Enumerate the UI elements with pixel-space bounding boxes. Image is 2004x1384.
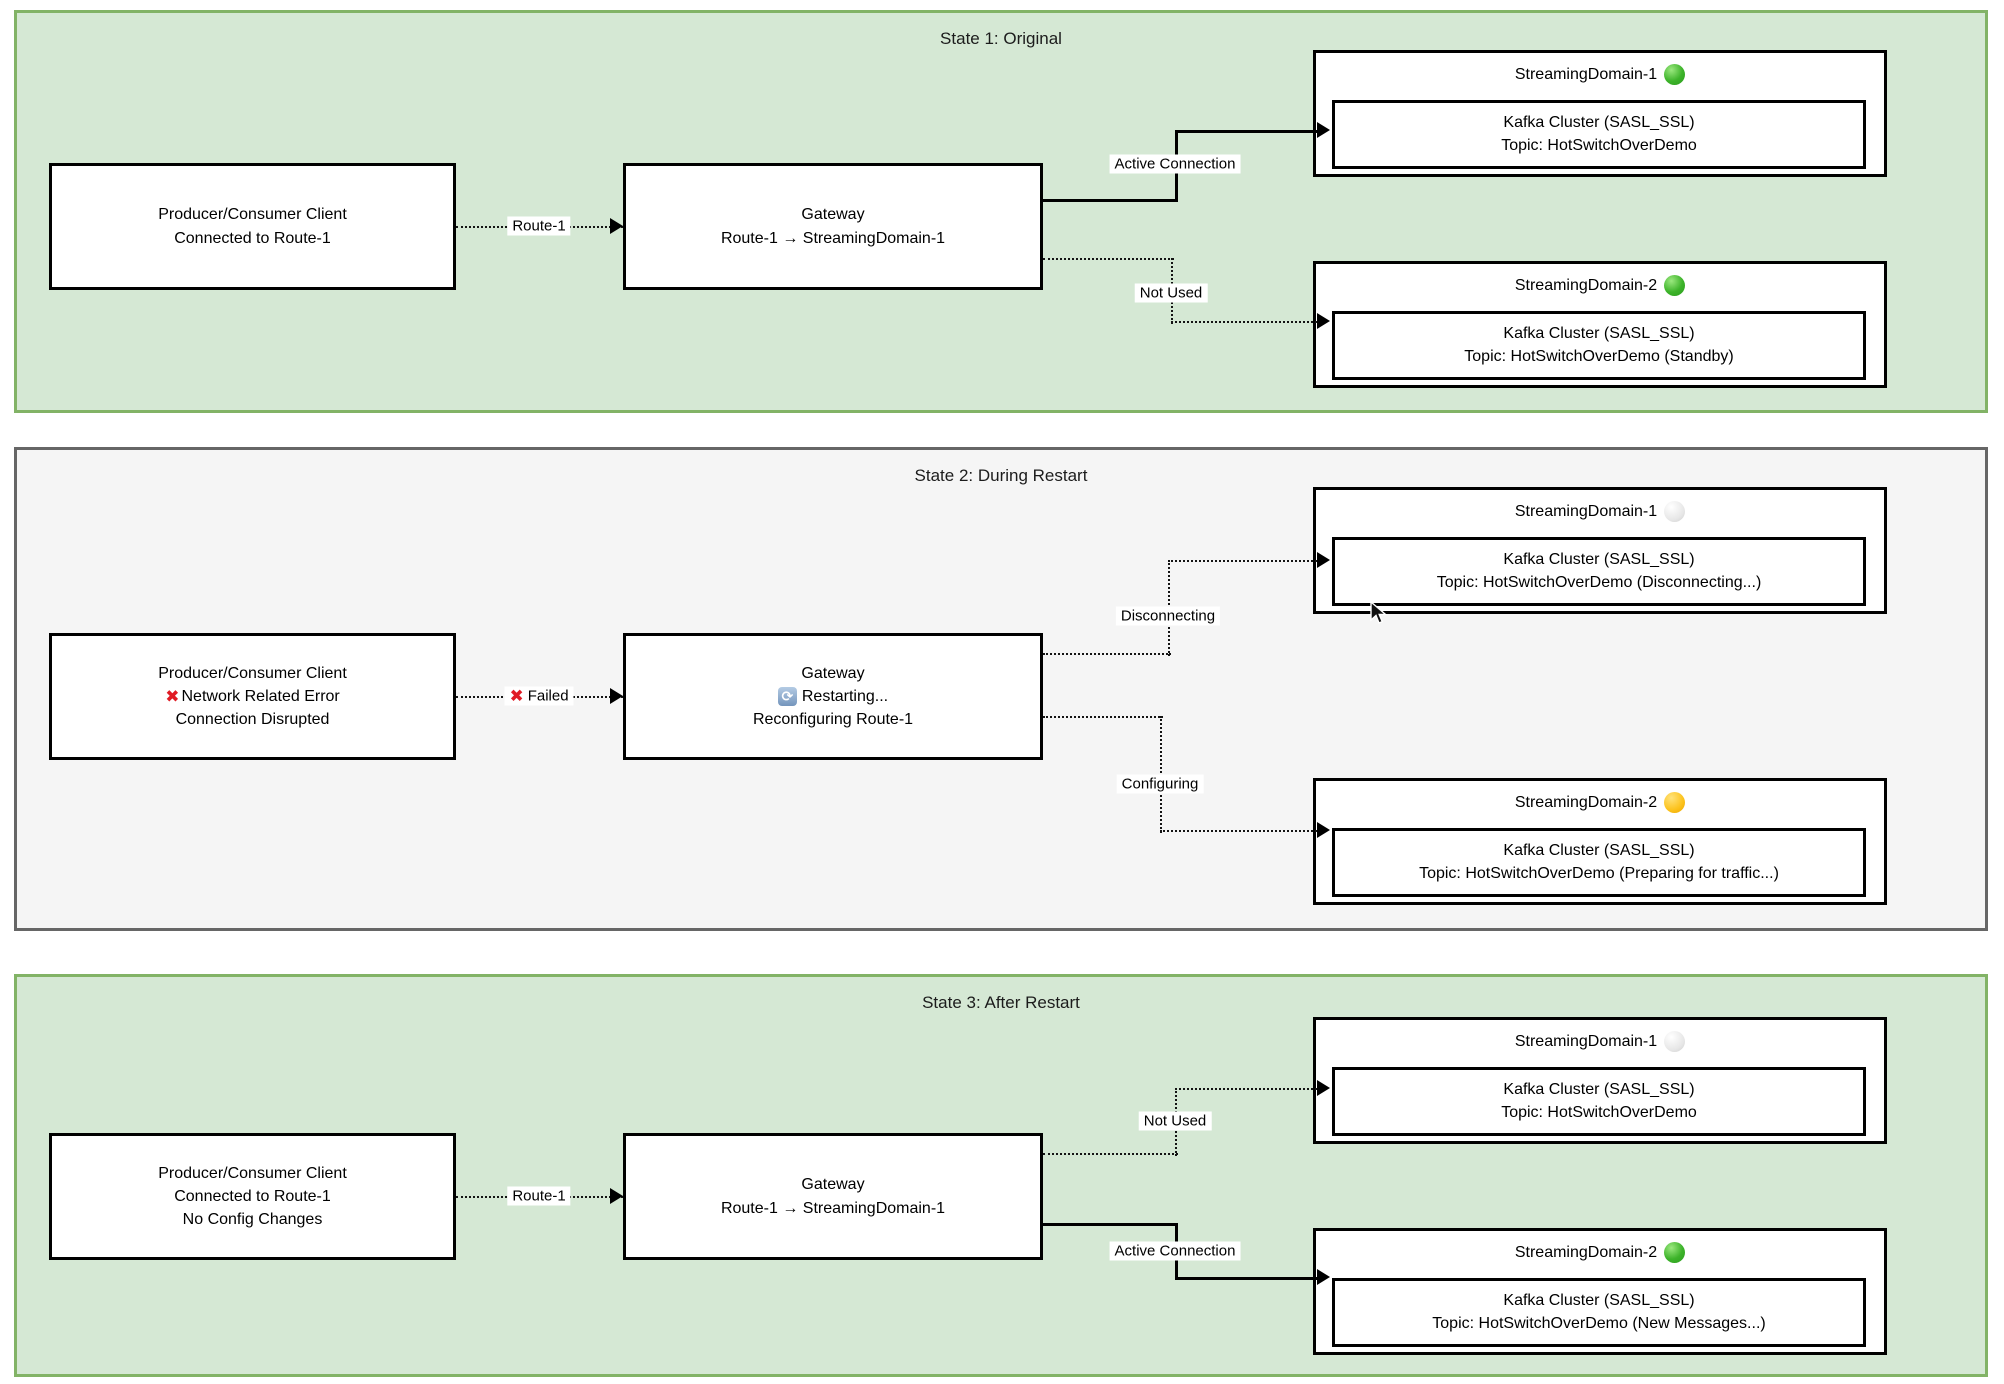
gateway-line: Reconfiguring Route-1 <box>752 711 914 729</box>
gateway-line: Gateway <box>801 664 865 682</box>
domain-name: StreamingDomain-1 <box>1514 65 1658 83</box>
arrowhead-icon <box>1317 822 1330 838</box>
client-line: ✖ Network Related Error <box>165 687 340 706</box>
client-node[interactable]: Producer/Consumer Client Connected to Ro… <box>49 1133 456 1260</box>
gateway-line: Route-1 → StreamingDomain-1 <box>720 229 946 247</box>
client-line: Producer/Consumer Client <box>158 1164 347 1182</box>
error-x-icon: ✖ <box>509 686 524 706</box>
arrowhead-icon <box>1317 1080 1330 1096</box>
connection-edge-bottom <box>1171 321 1317 323</box>
client-node[interactable]: Producer/Consumer Client ✖ Network Relat… <box>49 633 456 760</box>
client-line: Connected to Route-1 <box>174 1187 331 1205</box>
arrowhead-icon <box>1317 122 1330 138</box>
arrowhead-icon <box>610 218 623 234</box>
streaming-domain-1-node[interactable]: StreamingDomain-1 Kafka Cluster (SASL_SS… <box>1313 50 1887 177</box>
edge-label: Active Connection <box>1109 154 1241 174</box>
arrowhead-icon <box>1317 313 1330 329</box>
edge-label: Not Used <box>1134 283 1208 303</box>
edge-label: Disconnecting <box>1115 606 1221 626</box>
kafka-cluster-node[interactable]: Kafka Cluster (SASL_SSL) Topic: HotSwitc… <box>1332 311 1866 380</box>
gateway-line: Route-1 → StreamingDomain-1 <box>720 1199 946 1217</box>
domain-name: StreamingDomain-2 <box>1514 1243 1658 1261</box>
kafka-cluster-node[interactable]: Kafka Cluster (SASL_SSL) Topic: HotSwitc… <box>1332 828 1866 897</box>
status-icon <box>1664 501 1686 522</box>
panel-title: State 1: Original <box>940 29 1062 48</box>
client-line: Producer/Consumer Client <box>158 206 347 224</box>
edge-label: ✖ Failed <box>504 686 574 706</box>
panel-title: State 2: During Restart <box>914 466 1088 485</box>
gateway-line: Gateway <box>801 206 865 224</box>
connection-edge-top <box>1043 653 1171 655</box>
streaming-domain-2-node[interactable]: StreamingDomain-2 Kafka Cluster (SASL_SS… <box>1313 778 1887 905</box>
connection-edge-bottom <box>1043 716 1163 718</box>
kafka-cluster-node[interactable]: Kafka Cluster (SASL_SSL) Topic: HotSwitc… <box>1332 100 1866 169</box>
client-line: No Config Changes <box>182 1211 323 1229</box>
domain-name: StreamingDomain-2 <box>1514 793 1658 811</box>
status-icon <box>1664 1031 1686 1052</box>
gateway-line: ⟳ Restarting... <box>777 685 888 708</box>
kafka-cluster-node[interactable]: Kafka Cluster (SASL_SSL) Topic: HotSwitc… <box>1332 1278 1866 1347</box>
connection-edge-top <box>1175 130 1317 133</box>
connection-edge-bottom <box>1175 1277 1317 1280</box>
panel-title: State 3: After Restart <box>922 993 1080 1012</box>
client-line: Connection Disrupted <box>175 711 330 729</box>
client-node[interactable]: Producer/Consumer Client Connected to Ro… <box>49 163 456 290</box>
state-1-panel: State 1: Original Producer/Consumer Clie… <box>14 10 1988 413</box>
gateway-node[interactable]: Gateway Route-1 → StreamingDomain-1 <box>623 1133 1043 1260</box>
domain-name: StreamingDomain-1 <box>1514 502 1658 520</box>
edge-label: Configuring <box>1116 774 1204 794</box>
domain-name: StreamingDomain-1 <box>1514 1032 1658 1050</box>
edge-label: Active Connection <box>1109 1241 1241 1261</box>
streaming-domain-2-node[interactable]: StreamingDomain-2 Kafka Cluster (SASL_SS… <box>1313 261 1887 388</box>
client-line: Connected to Route-1 <box>174 229 331 247</box>
streaming-domain-1-node[interactable]: StreamingDomain-1 Kafka Cluster (SASL_SS… <box>1313 1017 1887 1144</box>
connection-edge-bottom <box>1043 1223 1178 1226</box>
connection-edge-top <box>1175 1088 1317 1090</box>
gateway-node[interactable]: Gateway ⟳ Restarting... Reconfiguring Ro… <box>623 633 1043 760</box>
state-2-panel: State 2: During Restart Producer/Consume… <box>14 447 1988 931</box>
connection-edge-bottom <box>1043 258 1174 260</box>
edge-label: Route-1 <box>507 216 571 236</box>
gateway-node[interactable]: Gateway Route-1 → StreamingDomain-1 <box>623 163 1043 290</box>
restart-icon: ⟳ <box>777 687 797 706</box>
connection-edge-top <box>1043 199 1178 202</box>
client-line: Producer/Consumer Client <box>158 664 347 682</box>
arrowhead-icon <box>1317 552 1330 568</box>
kafka-cluster-node[interactable]: Kafka Cluster (SASL_SSL) Topic: HotSwitc… <box>1332 1067 1866 1136</box>
gateway-line: Gateway <box>801 1176 865 1194</box>
status-icon <box>1664 64 1686 85</box>
error-x-icon: ✖ <box>165 687 180 706</box>
connection-edge-bottom <box>1160 830 1317 832</box>
streaming-domain-2-node[interactable]: StreamingDomain-2 Kafka Cluster (SASL_SS… <box>1313 1228 1887 1355</box>
arrowhead-icon <box>610 1188 623 1204</box>
edge-label: Route-1 <box>507 1186 571 1206</box>
edge-label: Not Used <box>1138 1111 1212 1131</box>
status-icon <box>1664 275 1686 296</box>
arrowhead-icon <box>610 688 623 704</box>
status-icon <box>1664 1242 1686 1263</box>
state-3-panel: State 3: After Restart Producer/Consumer… <box>14 974 1988 1377</box>
connection-edge-top <box>1168 560 1317 562</box>
status-icon <box>1664 792 1686 813</box>
arrowhead-icon <box>1317 1269 1330 1285</box>
domain-name: StreamingDomain-2 <box>1514 276 1658 294</box>
mouse-cursor-icon <box>1369 600 1391 630</box>
kafka-cluster-node[interactable]: Kafka Cluster (SASL_SSL) Topic: HotSwitc… <box>1332 537 1866 606</box>
streaming-domain-1-node[interactable]: StreamingDomain-1 Kafka Cluster (SASL_SS… <box>1313 487 1887 614</box>
connection-edge-top <box>1043 1153 1178 1155</box>
